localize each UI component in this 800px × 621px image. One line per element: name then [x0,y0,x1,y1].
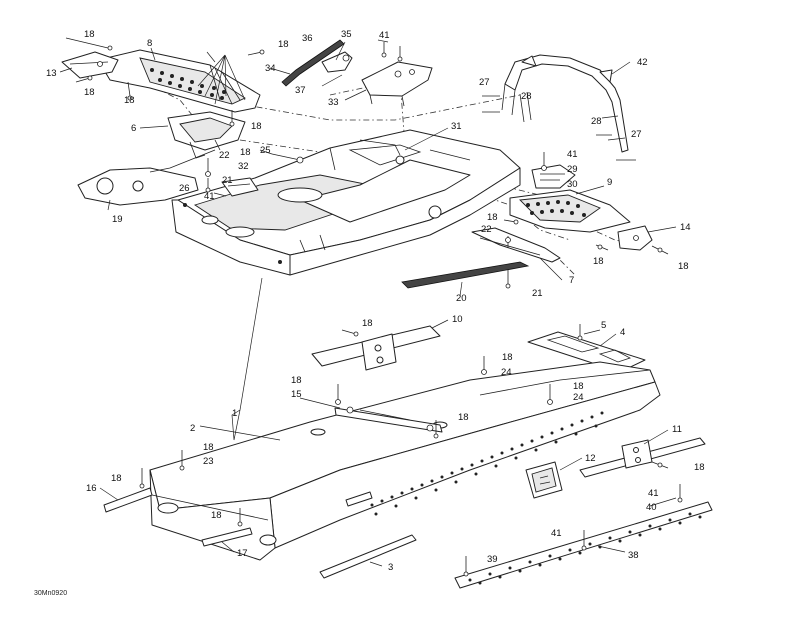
callout-c8: 8 [147,38,152,49]
callout-c18h: 18 [593,256,604,267]
part-11-rail-bracket [579,437,706,478]
callout-c28b: 28 [591,116,602,127]
callout-c33: 33 [328,97,339,108]
part-33-bracket [361,61,433,107]
part-6-left-bracket [167,111,246,159]
callout-c18q: 18 [111,473,122,484]
callout-c40: 40 [646,502,657,513]
part-38-running-board [454,501,713,589]
callout-c39: 39 [487,554,498,565]
callout-c18a: 18 [84,29,95,40]
part-32-bracket [221,177,259,197]
callout-c7: 7 [569,275,574,286]
callout-c18n: 18 [458,412,469,423]
callout-c18m: 18 [291,375,302,386]
callout-c17: 17 [237,548,248,559]
callout-c18k: 18 [502,352,513,363]
callout-c22a: 22 [219,150,230,161]
callout-c24b: 24 [573,392,584,403]
part-42-rear-bumper [501,54,629,153]
callout-c22b: 22 [481,224,492,235]
callout-c41d: 41 [648,488,659,499]
callout-c23: 23 [203,456,214,467]
callout-c18j: 18 [362,318,373,329]
part-10-bracket [311,325,441,371]
callout-c14: 14 [680,222,691,233]
callout-c18p: 18 [694,462,705,473]
part-20-rail [401,261,530,289]
callout-c18o: 18 [203,442,214,453]
callout-c20: 20 [456,293,467,304]
callout-c24a: 24 [501,367,512,378]
callout-c41c: 41 [204,191,215,202]
callout-c10: 10 [452,314,463,325]
callout-c32: 32 [238,161,249,172]
part-4-plate [527,331,646,373]
callout-c15: 15 [291,389,302,400]
callout-c5: 5 [601,320,606,331]
part-16-rail [103,487,153,513]
callout-c18f: 18 [240,147,251,158]
part-7-stay [471,227,561,263]
part-25-bolt [271,153,304,164]
part-13-bracket [61,51,119,79]
callout-c4: 4 [620,327,625,338]
callout-c42: 42 [637,57,648,68]
callout-c38: 38 [628,550,639,561]
callout-c2: 2 [190,423,195,434]
part-3-rail [319,534,417,579]
callout-c37: 37 [295,85,306,96]
callout-c18l: 18 [573,381,584,392]
callout-c11: 11 [672,424,682,435]
leader-lines [59,39,677,567]
part-35-clip [321,51,353,73]
part-2-tunnel [149,361,661,561]
callout-c21a: 21 [222,175,233,186]
part-1-chassis-frame [171,129,521,276]
part-19-front-plate [77,149,216,206]
callout-c30: 30 [567,179,578,190]
callout-c41b: 41 [567,149,578,160]
part-17-rail [201,527,253,547]
part-8-left-footrest [97,49,261,113]
callout-c18r: 18 [211,510,222,521]
callout-c21b: 21 [532,288,543,299]
fasteners [65,37,683,577]
callout-c27b: 27 [631,129,642,140]
callout-c41e: 41 [551,528,562,539]
callout-c34: 34 [265,63,276,74]
callout-c16: 16 [86,483,97,494]
part-15-rail [334,406,443,433]
callout-c36: 36 [302,33,313,44]
callout-c18b: 18 [84,87,95,98]
part-9-right-footrest [509,189,631,233]
callout-c27a: 27 [479,77,490,88]
callout-c18i: 18 [678,261,689,272]
callout-c9: 9 [607,177,612,188]
callout-c31: 31 [451,121,462,132]
callout-c18c: 18 [124,95,135,106]
callout-c26: 26 [179,183,190,194]
part-30-bracket [531,164,576,189]
callout-c41a: 41 [379,30,390,41]
figure-code: 30Mn0920 [34,590,68,597]
callout-c35: 35 [341,29,352,40]
callout-c25: 25 [260,145,271,156]
callout-c3: 3 [388,562,393,573]
callout-c6: 6 [131,123,136,134]
callout-c12: 12 [585,453,596,464]
callout-c29: 29 [567,164,578,175]
callout-c28a: 28 [521,91,532,102]
callout-c1: 1 [232,408,237,419]
part-14-bracket [617,225,653,251]
callout-c18e: 18 [251,121,262,132]
callout-c19: 19 [112,214,123,225]
callout-c13: 13 [46,68,57,79]
callout-c18g: 18 [487,212,498,223]
callout-labels: 18 8 13 18 18 18 36 35 41 34 37 33 42 27… [46,29,705,573]
part-12-bracket [525,461,563,499]
callout-c18d: 18 [278,39,289,50]
